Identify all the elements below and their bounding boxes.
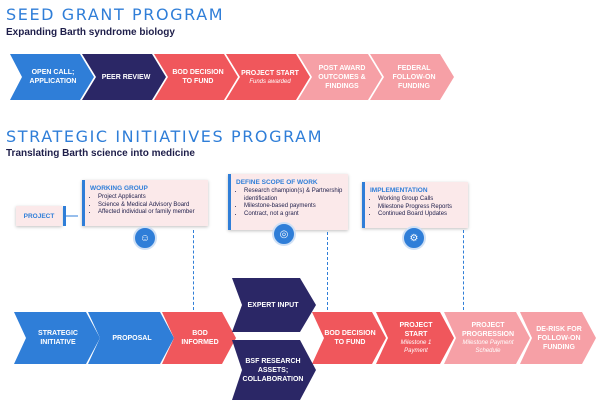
seed-step-2-label: PEER REVIEW	[101, 73, 151, 81]
list-item: Milestone-based payments	[244, 203, 352, 211]
connector-scope	[327, 232, 328, 310]
strat-step-4-chevron	[312, 312, 386, 364]
implementation-box: IMPLEMENTATION Working Group Calls Miles…	[362, 182, 468, 228]
strat-step-6-chevron	[444, 312, 530, 364]
seed-step-2-chevron	[82, 54, 166, 100]
list-item: Science & Medical Advisory Board	[98, 202, 195, 210]
strategic-program-subtitle: Translating Barth science into medicine	[6, 148, 195, 159]
seed-program-title: SEED GRANT PROGRAM	[6, 5, 225, 24]
gear-icon: ⚙	[402, 226, 426, 250]
list-item: Research champion(s) & Partnership ident…	[244, 188, 352, 203]
strat-step-1-chevron	[14, 312, 100, 364]
branch-1-label: EXPERT INPUT	[247, 301, 299, 309]
strat-step-7-label: DE-RISK FOR FOLLOW-ON FUNDING	[536, 325, 582, 351]
strategic-program-title: STRATEGIC INITIATIVES PROGRAM	[6, 127, 324, 146]
working-group-box: WORKING GROUP Project Applicants Science…	[82, 180, 208, 226]
branch-1-chevron	[232, 278, 316, 332]
connector-implementation	[463, 230, 464, 310]
seed-step-4-sub: Funds awarded	[249, 78, 291, 85]
list-item: Continued Board Updates	[378, 211, 452, 219]
connector-working-group	[193, 230, 194, 310]
seed-step-1-label: OPEN CALL; APPLICATION	[29, 69, 77, 85]
scope-of-work-box: DEFINE SCOPE OF WORK Research champion(s…	[228, 174, 348, 230]
branch-2-label: BSF RESEARCH ASSETS; COLLABORATION	[242, 357, 304, 383]
list-item: Affected individual or family member	[98, 209, 195, 217]
seed-step-4-chevron	[226, 54, 310, 100]
list-item: Contract, not a grant	[244, 211, 352, 219]
list-item: Project Applicants	[98, 194, 195, 202]
branch-2-chevron	[232, 340, 316, 400]
working-group-heading: WORKING GROUP	[90, 185, 148, 192]
seed-step-3-label: BOD DECISION TO FUND	[172, 69, 224, 85]
working-group-list: Project Applicants Science & Medical Adv…	[90, 194, 195, 217]
strat-step-4-label: BOD DECISION TO FUND	[324, 330, 376, 346]
seed-step-6-chevron	[370, 54, 454, 100]
strat-step-1-label: STRATEGIC INITIATIVE	[38, 330, 78, 346]
seed-step-6-label: FEDERAL FOLLOW-ON FUNDING	[392, 64, 436, 90]
strat-step-2-label: PROPOSAL	[112, 334, 152, 342]
scope-of-work-list: Research champion(s) & Partnership ident…	[236, 188, 352, 218]
list-item: Milestone Progress Reports	[378, 204, 452, 212]
target-icon: ◎	[272, 222, 296, 246]
implementation-list: Working Group Calls Milestone Progress R…	[370, 196, 452, 219]
strat-step-5-chevron	[376, 312, 454, 364]
strat-step-3-chevron	[162, 312, 236, 364]
seed-step-5-chevron	[298, 54, 382, 100]
seed-step-3-chevron	[154, 54, 238, 100]
seed-step-5-label: POST AWARD OUTCOMES & FINDINGS	[318, 64, 366, 90]
list-item: Working Group Calls	[378, 196, 452, 204]
scope-of-work-heading: DEFINE SCOPE OF WORK	[236, 179, 318, 186]
strat-step-6-sub: Milestone Payment Schedule	[462, 340, 514, 354]
strat-step-3-label: BOD INFORMED	[181, 330, 219, 346]
group-icon: ☺	[133, 226, 157, 250]
strat-step-2-chevron	[88, 312, 174, 364]
strat-step-7-chevron	[520, 312, 596, 364]
implementation-heading: IMPLEMENTATION	[370, 187, 428, 194]
strat-step-5-sub: Milestone 1 Payment	[400, 340, 432, 354]
seed-step-1-chevron	[10, 54, 94, 100]
project-box: PROJECT	[16, 206, 66, 226]
seed-program-subtitle: Expanding Barth syndrome biology	[6, 27, 175, 38]
